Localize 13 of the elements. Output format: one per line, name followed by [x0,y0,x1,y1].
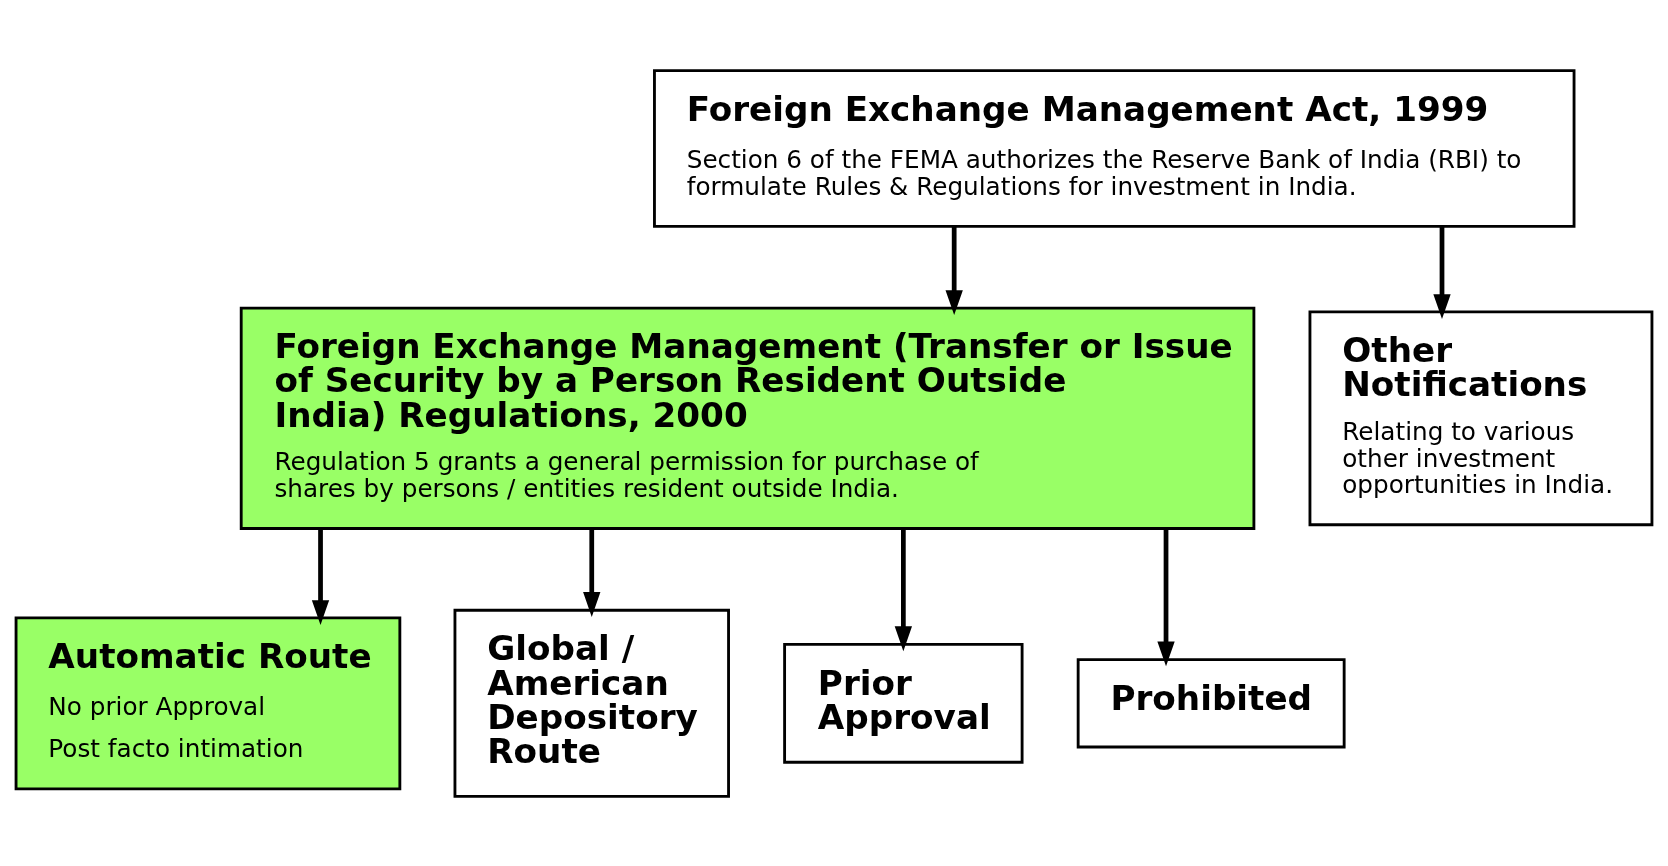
arrow [311,528,330,625]
arrow [1433,226,1451,319]
node-box: Prohibited [1076,657,1346,748]
node-box: Foreign Exchange Management (Transfer or Issue of Security by a Person Resident Outside India) Regulations, 2000 Regulation 5 grants a general permission for purchase of shares by persons / entities resident outside India. [239,306,1256,530]
arrow [1157,528,1175,666]
arrow [583,528,601,617]
node-box: Other Notifications Relating to various other investment opportunities in India. [1308,309,1654,526]
node-box: Global / American Depository Route [453,608,730,798]
node-box: Automatic Route No prior Approval Post facto intimation [14,615,402,790]
arrow [894,528,912,651]
node-box: Foreign Exchange Management Act, 1999 Section 6 of the FEMA authorizes the Reserve Bank of India (RBI) to formulate Rules & Regulations for investment in India. [653,68,1576,228]
node-box: Prior Approval [783,642,1024,764]
arrow [945,226,963,315]
